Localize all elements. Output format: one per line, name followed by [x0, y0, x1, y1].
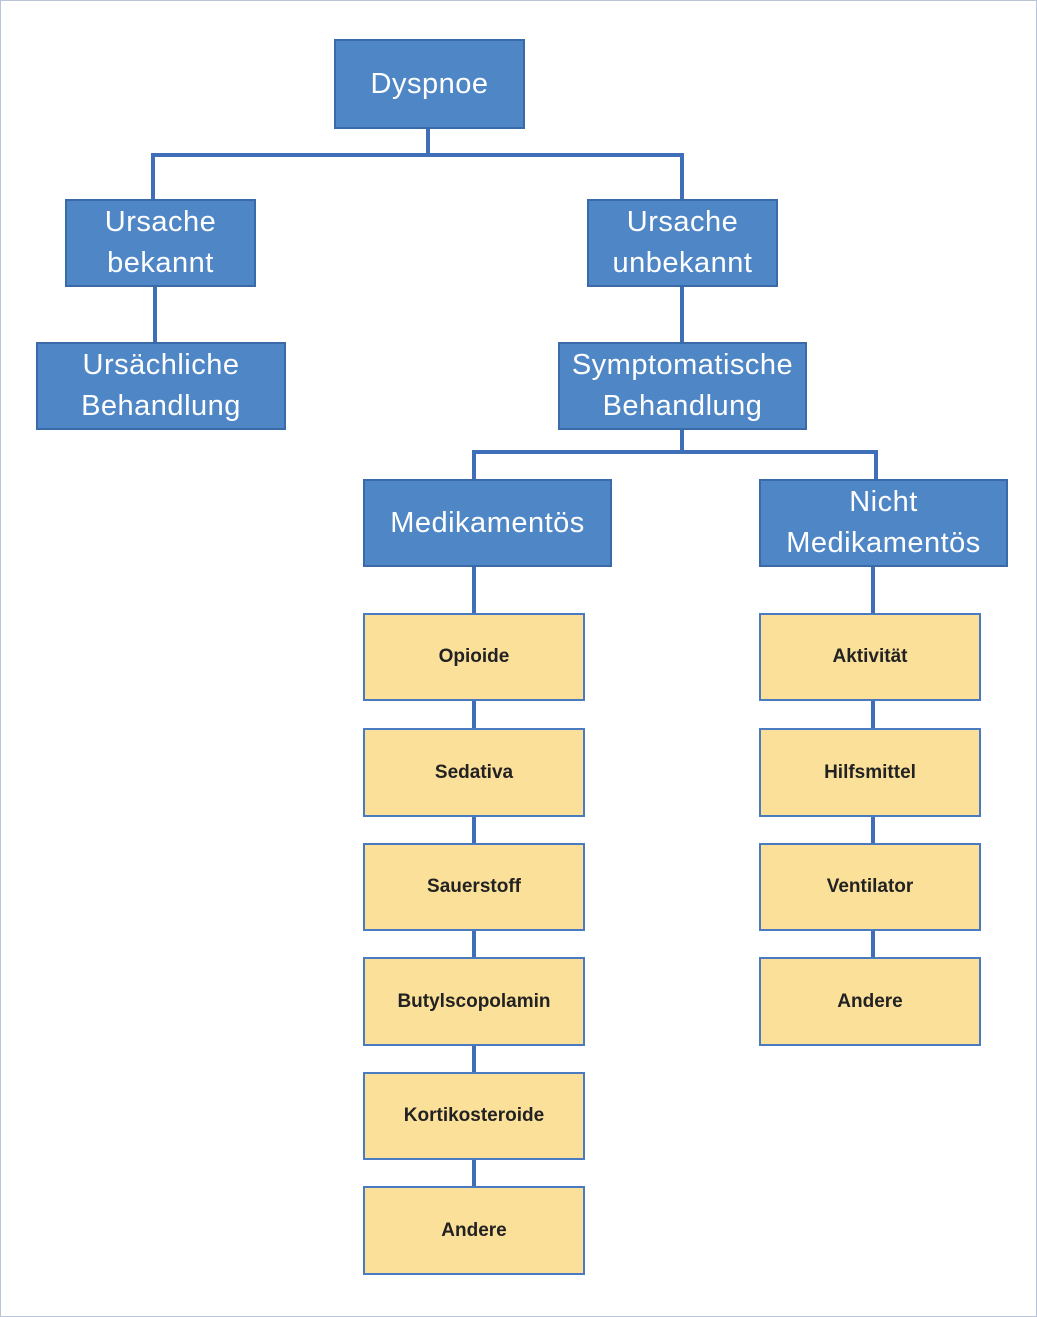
node-sauerstoff: Sauerstoff: [363, 843, 585, 931]
node-andere-medicinal: Andere: [363, 1186, 585, 1275]
node-cause-unknown-line1: Ursache: [626, 206, 739, 238]
connector-root-branch: [151, 153, 684, 199]
node-andere-non-medicinal: Andere: [759, 957, 981, 1046]
node-dyspnoe-label: Dyspnoe: [370, 67, 489, 100]
node-kortikosteroide: Kortikosteroide: [363, 1072, 585, 1160]
node-causal-treatment-line2: Behandlung: [81, 390, 241, 422]
node-symptomatic-treatment-line2: Behandlung: [602, 390, 763, 422]
node-sedativa: Sedativa: [363, 728, 585, 817]
node-opioide-label: Opioide: [438, 646, 510, 667]
node-ventilator-label: Ventilator: [826, 876, 914, 897]
node-sauerstoff-label: Sauerstoff: [427, 876, 521, 897]
node-cause-known: Ursache bekannt: [65, 199, 256, 287]
node-causal-treatment-line1: Ursächliche: [82, 349, 240, 381]
node-symptomatic-treatment: Symptomatische Behandlung: [558, 342, 807, 430]
node-andere-non-medicinal-label: Andere: [837, 990, 903, 1012]
node-ventilator: Ventilator: [759, 843, 981, 931]
node-symptomatic-treatment-line1: Symptomatische: [571, 349, 794, 381]
node-dyspnoe: Dyspnoe: [334, 39, 525, 129]
node-aktivitaet-label: Aktivität: [832, 646, 908, 667]
node-hilfsmittel: Hilfsmittel: [759, 728, 981, 817]
node-kortikosteroide-label: Kortikosteroide: [403, 1105, 545, 1126]
node-butylscopolamin: Butylscopolamin: [363, 957, 585, 1046]
node-cause-known-line2: bekannt: [107, 247, 214, 279]
node-non-medicinal-line1: Nicht: [849, 486, 918, 518]
node-hilfsmittel-label: Hilfsmittel: [824, 761, 916, 783]
node-butylscopolamin-label: Butylscopolamin: [397, 990, 551, 1012]
node-aktivitaet: Aktivität: [759, 613, 981, 701]
node-cause-known-line1: Ursache: [104, 206, 217, 238]
node-andere-medicinal-label: Andere: [441, 1219, 507, 1241]
node-cause-unknown: Ursache unbekannt: [587, 199, 778, 287]
node-non-medicinal: Nicht Medikamentös: [759, 479, 1008, 567]
node-cause-unknown-line2: unbekannt: [612, 247, 753, 279]
node-medicinal: Medikamentös: [363, 479, 612, 567]
node-non-medicinal-line2: Medikamentös: [786, 527, 981, 559]
node-medicinal-label: Medikamentös: [390, 506, 585, 539]
node-causal-treatment: Ursächliche Behandlung: [36, 342, 286, 430]
node-opioide: Opioide: [363, 613, 585, 701]
connector-symptomatic-branch: [472, 450, 878, 479]
node-sedativa-label: Sedativa: [434, 761, 514, 783]
